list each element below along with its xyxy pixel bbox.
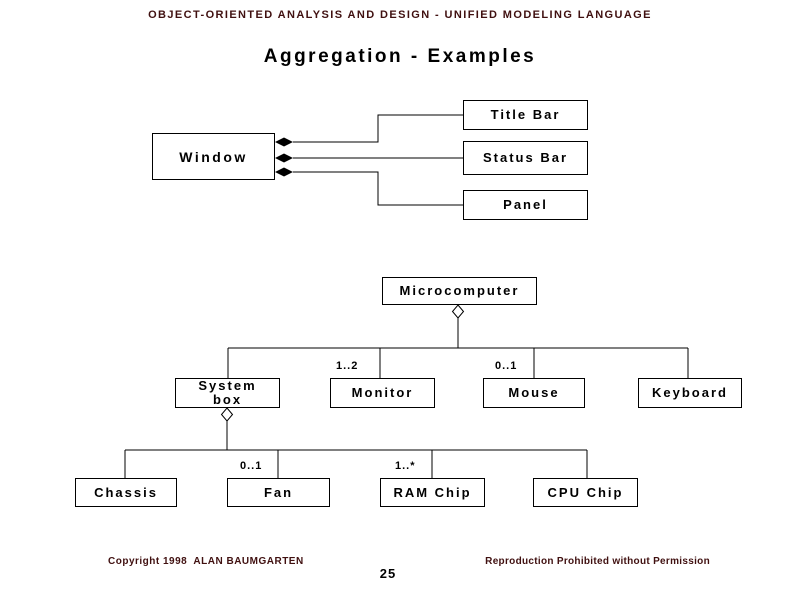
page-title: Aggregation - Examples [263, 46, 537, 67]
connector-window-panel [293, 171, 463, 206]
class-label: Monitor [351, 385, 414, 400]
class-box-fan: Fan [227, 478, 330, 507]
class-label: CPU Chip [547, 484, 624, 500]
class-box-chassis: Chassis [75, 478, 177, 507]
class-label: Keyboard [652, 385, 728, 400]
class-label: Title Bar [490, 107, 561, 122]
class-box-cpu-chip: CPU Chip [533, 478, 638, 507]
page-number: 25 [379, 566, 397, 581]
reproduction-notice: Reproduction Prohibited without Permissi… [485, 556, 710, 567]
multiplicity-monitor: 1..2 [336, 360, 359, 372]
filled-diamond-icon [275, 167, 293, 177]
copyright-text: Copyright 1998 ALAN BAUMGARTEN [108, 556, 304, 567]
hollow-diamond-icon [451, 304, 465, 319]
multiplicity-mouse: 0..1 [495, 360, 518, 372]
class-box-ram-chip: RAM Chip [380, 478, 485, 507]
filled-diamond-icons [275, 137, 293, 177]
class-box-status-bar: Status Bar [463, 141, 588, 175]
filled-diamond-icon [275, 153, 293, 163]
class-box-window: Window [152, 133, 275, 180]
class-box-keyboard: Keyboard [638, 378, 742, 408]
class-label: RAM Chip [393, 484, 472, 500]
class-box-panel: Panel [463, 190, 588, 220]
connector-window-titlebar [293, 114, 463, 143]
class-box-microcomputer: Microcomputer [382, 277, 537, 305]
filled-diamond-icon [275, 137, 293, 147]
class-label: Microcomputer [399, 283, 520, 298]
class-box-monitor: Monitor [330, 378, 435, 408]
class-box-title-bar: Title Bar [463, 100, 588, 130]
class-label: Mouse [508, 385, 560, 400]
multiplicity-fan: 0..1 [240, 460, 263, 472]
class-label: Chassis [94, 484, 158, 500]
class-label: Fan [263, 484, 294, 500]
class-label: Panel [503, 197, 548, 212]
multiplicity-ram-chip: 1..* [395, 460, 416, 472]
microcomputer-tree-connectors [124, 318, 689, 478]
class-label: Window [179, 148, 248, 165]
class-box-mouse: Mouse [483, 378, 585, 408]
class-box-system-box: System box [175, 378, 280, 408]
class-label: Status Bar [482, 150, 569, 165]
hollow-diamond-icon [220, 407, 234, 422]
hollow-diamond-icons [220, 304, 465, 422]
class-label: System box [198, 378, 257, 407]
window-aggregation-connectors [293, 114, 463, 206]
slide-header: OBJECT-ORIENTED ANALYSIS AND DESIGN - UN… [148, 9, 652, 21]
